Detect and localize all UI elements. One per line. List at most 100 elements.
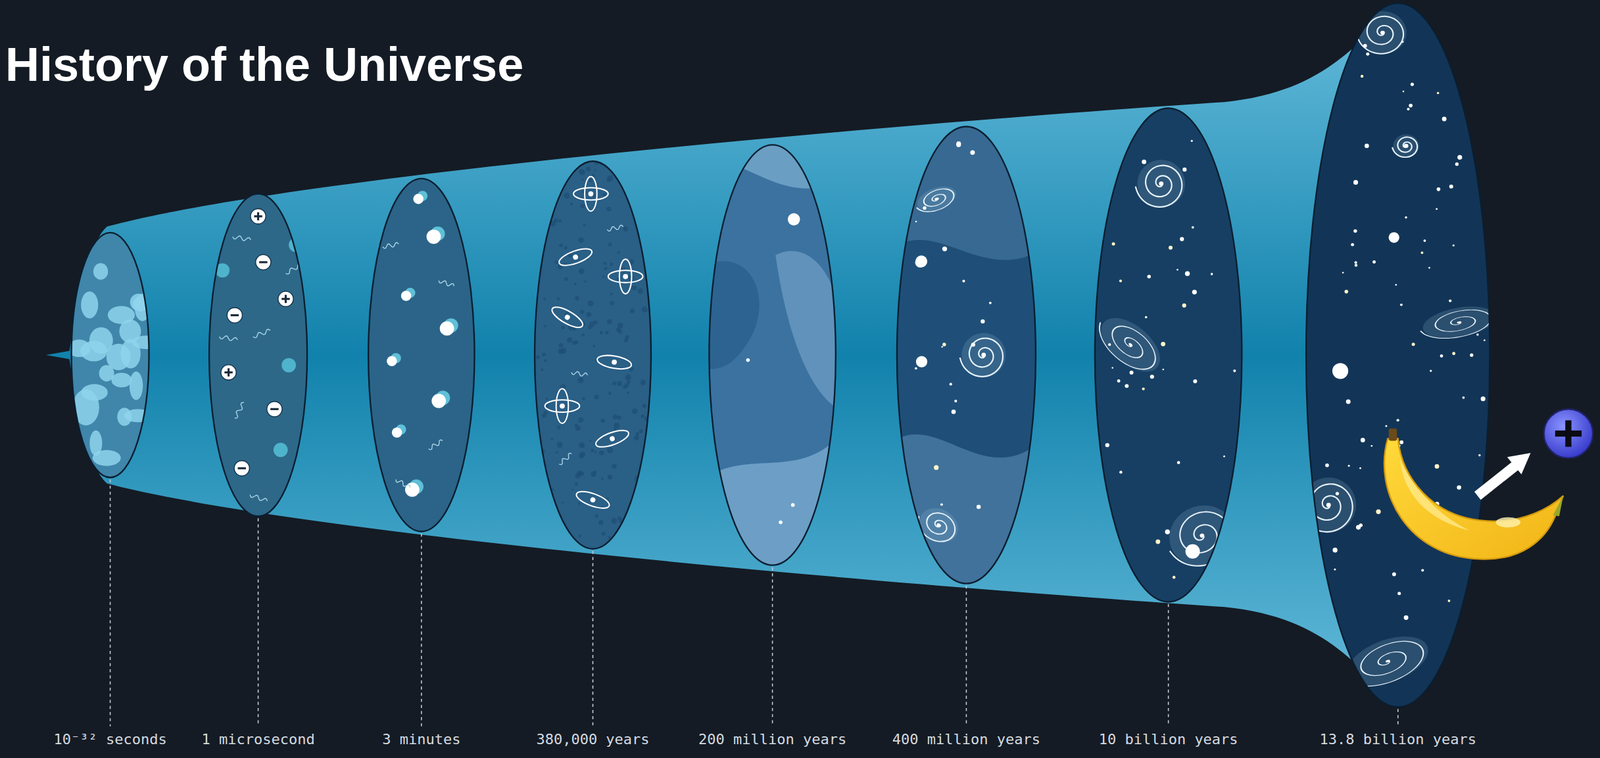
- epoch-outline: [368, 178, 475, 533]
- atom: [608, 259, 644, 294]
- electron-orbit: [545, 399, 581, 413]
- electron-orbit: [596, 353, 633, 371]
- charge-circle: [278, 291, 294, 307]
- star: [1119, 470, 1122, 474]
- star: [1146, 274, 1151, 279]
- quark: [273, 442, 289, 458]
- galaxy-core: [1456, 320, 1462, 324]
- texture-speck: [617, 251, 621, 254]
- texture-speck: [558, 219, 562, 223]
- texture-speck: [611, 518, 618, 525]
- star: [1392, 572, 1397, 577]
- photon-wave: [570, 370, 588, 378]
- galaxy-glow: [1300, 477, 1357, 533]
- galaxy-core: [1158, 181, 1164, 187]
- quantum-fluctuation: [89, 430, 102, 456]
- texture-speck: [540, 368, 544, 371]
- star: [1117, 379, 1121, 383]
- atom: [596, 353, 633, 371]
- star: [989, 301, 992, 305]
- star: [1360, 74, 1364, 78]
- photon-wave: [427, 439, 444, 451]
- texture-speck: [601, 477, 604, 481]
- charge-circle: [234, 460, 250, 477]
- texture-speck: [616, 381, 622, 387]
- star: [969, 149, 975, 155]
- star: [915, 255, 928, 268]
- star: [1394, 284, 1397, 287]
- galaxy-core: [981, 353, 986, 358]
- texture-speck: [558, 243, 563, 248]
- texture-speck: [574, 295, 579, 300]
- star: [1455, 162, 1459, 166]
- star: [1397, 591, 1401, 596]
- star: [1428, 266, 1431, 269]
- atom: [545, 388, 581, 424]
- star: [1342, 272, 1345, 275]
- star: [1344, 290, 1349, 294]
- star: [1162, 368, 1165, 371]
- star: [942, 246, 947, 252]
- epoch-ellipse: [534, 161, 652, 550]
- star: [942, 342, 946, 346]
- star: [976, 505, 981, 510]
- texture-speck: [608, 391, 612, 396]
- atom: [557, 245, 594, 269]
- star: [1346, 399, 1351, 405]
- texture-speck: [616, 327, 621, 333]
- star: [940, 503, 944, 507]
- nucleon: [386, 356, 398, 367]
- star: [1434, 464, 1440, 469]
- texture-speck: [557, 297, 560, 300]
- texture-speck: [541, 352, 546, 357]
- star: [962, 279, 965, 283]
- page-title: History of the Universe: [5, 40, 524, 89]
- leader-line: [966, 585, 968, 727]
- texture-speck: [594, 514, 599, 519]
- texture-speck: [606, 206, 611, 212]
- star: [1436, 92, 1440, 95]
- star: [1462, 396, 1466, 400]
- star: [1442, 117, 1447, 122]
- banana-body: [1384, 438, 1564, 559]
- banana-highlight: [1400, 459, 1470, 531]
- texture-speck: [639, 429, 644, 434]
- star: [1179, 237, 1184, 242]
- star: [951, 409, 957, 415]
- texture-speck: [631, 285, 638, 291]
- star: [1105, 443, 1110, 448]
- texture-speck: [601, 532, 606, 536]
- texture-speck: [593, 169, 597, 172]
- texture-speck: [580, 309, 584, 314]
- texture-speck: [578, 169, 584, 174]
- star: [1429, 369, 1432, 372]
- star: [778, 520, 783, 525]
- star: [1360, 437, 1366, 443]
- atom: [593, 427, 631, 452]
- negative-charge: [266, 401, 283, 417]
- texture-speck: [560, 347, 567, 354]
- texture-speck: [617, 516, 622, 521]
- nucleon: [391, 427, 403, 438]
- star: [1452, 244, 1455, 247]
- nucleon: [405, 482, 420, 498]
- star: [1185, 544, 1201, 559]
- star: [1353, 229, 1357, 233]
- spiral-galaxy: [1417, 301, 1499, 344]
- epoch-content: [535, 161, 650, 540]
- texture-speck: [606, 318, 612, 324]
- star: [1333, 568, 1336, 571]
- star: [1408, 103, 1413, 108]
- epoch-outline: [896, 126, 1036, 584]
- spiral-galaxy: [1392, 134, 1420, 158]
- time-label: 13.8 billion years: [1319, 731, 1477, 749]
- charge-bar: [270, 408, 279, 411]
- electron-orbit: [593, 427, 631, 452]
- star: [1332, 363, 1349, 379]
- texture-speck: [593, 345, 596, 348]
- time-leader-lines: [110, 479, 1399, 727]
- texture-speck: [598, 520, 604, 525]
- plus-bar: [1565, 420, 1572, 447]
- quantum-fluctuation: [111, 372, 132, 388]
